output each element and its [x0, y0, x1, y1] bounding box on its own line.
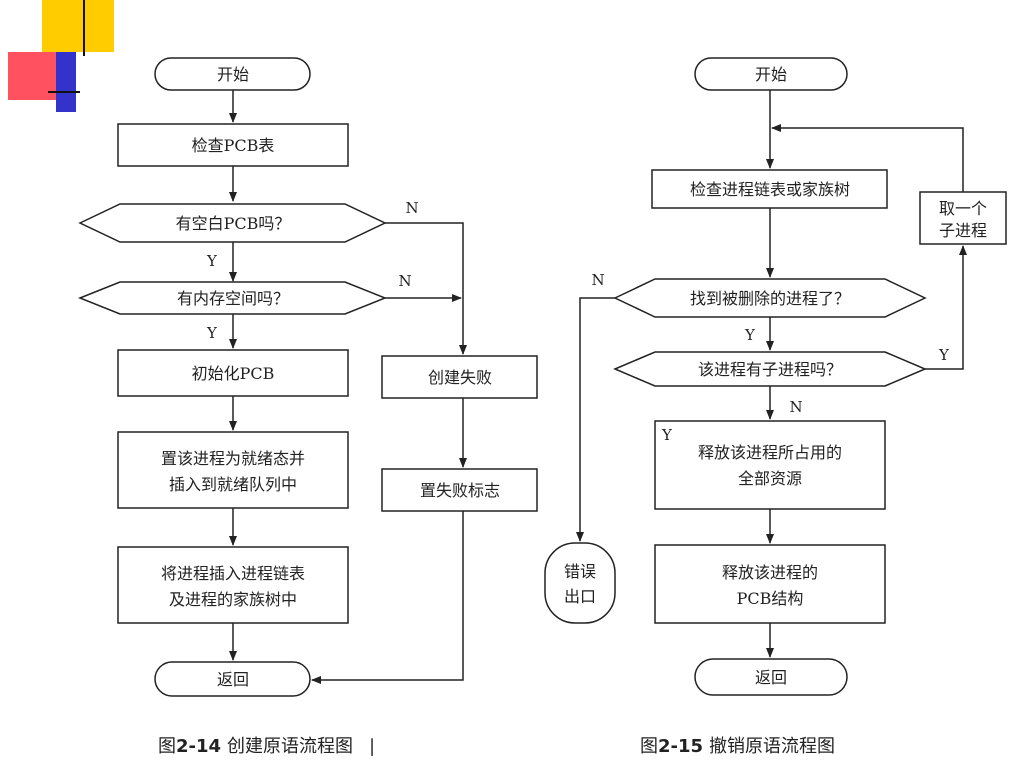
right-found-text: 找到被删除的进程了？ [690, 289, 850, 308]
left-insert-list-text-2: 及进程的家族树中 [169, 590, 297, 609]
right-start-terminal [694, 57, 848, 91]
right-flowchart [544, 57, 1007, 696]
right-take-child-box [919, 191, 1007, 245]
right-error-exit [544, 542, 616, 624]
left-insert-list-box [117, 546, 349, 624]
left-insert-list-text-1: 将进程插入进程链表 [161, 564, 305, 583]
right-release-res-box [654, 420, 886, 510]
left-flowchart-text: 开始 检查PCB表 有空白PCB吗？ 有内存空间吗？ 初始化PCB 置该进程为就… [161, 65, 500, 689]
left-set-ready-text-1: 置该进程为就绪态并 [161, 449, 305, 468]
left-memory-text: 有内存空间吗？ [177, 289, 289, 308]
right-check-list-text: 检查进程链表或家族树 [690, 180, 850, 199]
left-init-pcb-text: 初始化PCB [192, 364, 275, 383]
right-has-child-text: 该进程有子进程吗？ [698, 360, 842, 379]
left-return-text: 返回 [217, 670, 249, 689]
right-take-child-text-2: 子进程 [939, 221, 987, 240]
right-start-text: 开始 [755, 65, 787, 84]
right-label-y-stray: Y [661, 426, 673, 444]
left-flowchart [77, 57, 538, 697]
right-label-y-child: Y [938, 346, 950, 364]
right-release-pcb-box [654, 544, 886, 624]
caption-right: 图2-15 撤销原语流程图 [640, 736, 835, 757]
left-create-fail-text: 创建失败 [428, 368, 492, 387]
corner-decoration [8, 0, 114, 112]
caption-left-number: 2-14 [176, 736, 221, 757]
left-fail-flag-box [381, 468, 538, 512]
right-decision-found [613, 278, 927, 318]
left-create-fail-box [381, 355, 538, 399]
left-set-ready-box [117, 431, 349, 509]
left-return-terminal [154, 661, 311, 697]
right-flowchart-text: 开始 检查进程链表或家族树 取一个 子进程 找到被删除的进程了？ 该进程有子进程… [564, 65, 987, 687]
right-release-pcb-text-1: 释放该进程的 [722, 563, 818, 582]
right-error-text-2: 出口 [564, 587, 596, 606]
left-start-text: 开始 [217, 65, 249, 84]
caption-left: 图2-14 创建原语流程图 | [158, 736, 375, 757]
caption-left-title: 创建原语流程图 [227, 736, 353, 757]
left-set-ready-text-2: 插入到就绪队列中 [169, 475, 297, 494]
left-fail-flag-text: 置失败标志 [420, 481, 500, 500]
right-label-n-found: N [591, 271, 604, 289]
right-take-child-text-1: 取一个 [939, 199, 987, 218]
caption-left-mark: | [369, 736, 375, 757]
left-check-pcb-text: 检查PCB表 [192, 136, 275, 155]
right-label-y-found: Y [744, 326, 756, 344]
caption-right-prefix: 图 [640, 736, 658, 757]
right-release-pcb-text-2: PCB结构 [737, 589, 804, 608]
caption-right-number: 2-15 [658, 736, 703, 757]
left-label-n2: N [398, 272, 411, 290]
caption-right-title: 撤销原语流程图 [709, 736, 835, 757]
left-label-y2: Y [206, 324, 218, 342]
right-label-n-child: N [789, 398, 802, 416]
caption-left-prefix: 图 [158, 736, 176, 757]
right-release-res-text-1: 释放该进程所占用的 [698, 443, 842, 462]
right-return-terminal [694, 658, 848, 696]
right-error-text-1: 错误 [564, 562, 596, 581]
right-return-text: 返回 [755, 668, 787, 687]
left-free-pcb-text: 有空白PCB吗？ [176, 214, 291, 233]
left-label-n1: N [405, 199, 418, 217]
left-label-y1: Y [206, 252, 218, 270]
right-release-res-text-2: 全部资源 [738, 469, 802, 488]
